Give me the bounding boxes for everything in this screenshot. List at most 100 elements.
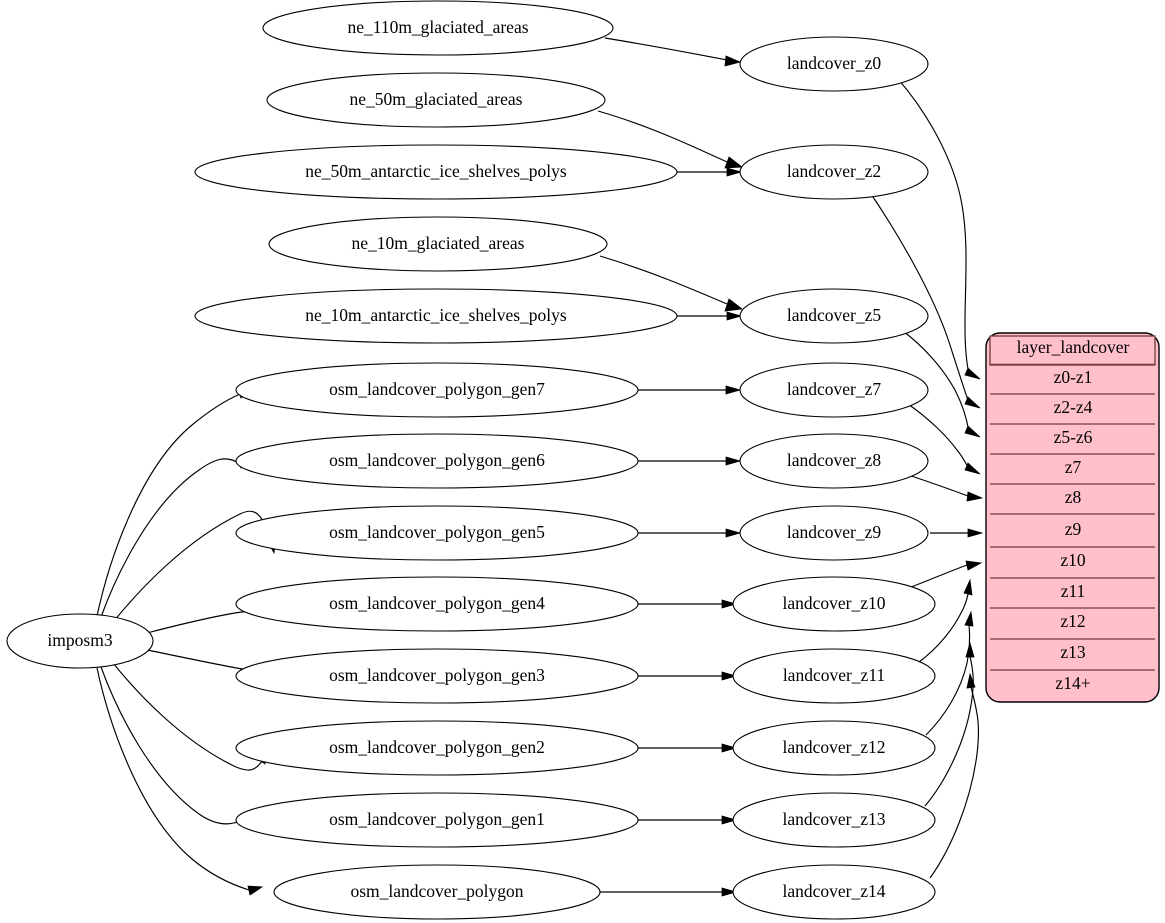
edge-imposm3-to-gen7: [96, 387, 254, 617]
edge-z0-to-row-z0z1: [897, 78, 981, 380]
table-row-label: z12: [1060, 611, 1085, 631]
node-osm-landcover-polygon-gen7[interactable]: osm_landcover_polygon_gen7: [235, 362, 639, 418]
edge-gen1-to-z13: [638, 815, 738, 825]
edges-layer: [96, 37, 984, 897]
table-row-label: z2-z4: [1054, 397, 1093, 417]
node-label: osm_landcover_polygon_gen2: [329, 737, 545, 757]
node-ne-110m-glaciated-areas[interactable]: ne_110m_glaciated_areas: [262, 0, 614, 56]
node-ne-10m-antarctic-ice-shelves-polys[interactable]: ne_10m_antarctic_ice_shelves_polys: [194, 288, 678, 344]
node-label: osm_landcover_polygon_gen6: [329, 450, 545, 470]
table-row-label: z7: [1065, 457, 1082, 477]
node-osm-landcover-polygon-gen4[interactable]: osm_landcover_polygon_gen4: [235, 576, 639, 632]
node-label: landcover_z0: [787, 53, 882, 73]
table-row-z8[interactable]: z8: [990, 487, 1155, 515]
node-landcover-z13[interactable]: landcover_z13: [732, 792, 936, 848]
node-label: osm_landcover_polygon: [350, 881, 523, 901]
table-row-label: z11: [1061, 581, 1086, 601]
node-ne-10m-glaciated-areas[interactable]: ne_10m_glaciated_areas: [268, 216, 608, 272]
edge-ne10ant-to-z5: [674, 311, 743, 321]
table-row-z7[interactable]: z7: [990, 457, 1155, 485]
node-landcover-z7[interactable]: landcover_z7: [739, 362, 929, 418]
table-row-label: z14+: [1055, 673, 1090, 693]
node-landcover-z5[interactable]: landcover_z5: [739, 288, 929, 344]
osm-nodes: osm_landcover_polygon_gen7 osm_landcover…: [235, 362, 639, 920]
table-row-label: z9: [1065, 519, 1082, 539]
table-row-z14plus[interactable]: z14+: [1055, 673, 1090, 693]
edge-polygon-to-z14: [599, 887, 738, 897]
node-label: landcover_z2: [787, 161, 881, 181]
edge-ne10glac-to-z5: [599, 255, 744, 312]
node-landcover-z10[interactable]: landcover_z10: [732, 576, 936, 632]
node-osm-landcover-polygon-gen2[interactable]: osm_landcover_polygon_gen2: [235, 720, 639, 776]
table-header-row: layer_landcover: [989, 335, 1156, 366]
table-row-z11[interactable]: z11: [990, 581, 1155, 609]
node-label: landcover_z7: [787, 379, 882, 399]
node-label: osm_landcover_polygon_gen1: [329, 809, 545, 829]
node-ne-50m-antarctic-ice-shelves-polys[interactable]: ne_50m_antarctic_ice_shelves_polys: [194, 144, 678, 200]
node-osm-landcover-polygon-gen3[interactable]: osm_landcover_polygon_gen3: [235, 648, 639, 704]
table-row-z9[interactable]: z9: [990, 519, 1155, 548]
node-landcover-z11[interactable]: landcover_z11: [732, 648, 936, 704]
node-imposm3[interactable]: imposm3: [6, 613, 154, 669]
table-row-z10[interactable]: z10: [990, 550, 1155, 579]
edge-z11-to-row-z11: [918, 578, 973, 663]
table-body: z0-z1 z2-z4 z5-z6 z7 z8: [990, 367, 1155, 693]
edge-gen5-to-z9: [638, 528, 742, 538]
edge-gen7-to-z7: [638, 385, 742, 395]
node-osm-landcover-polygon-gen6[interactable]: osm_landcover_polygon_gen6: [235, 433, 639, 489]
edge-z5-to-row-z5z6: [902, 330, 981, 438]
node-label: landcover_z9: [787, 522, 882, 542]
edge-gen3-to-z11: [637, 671, 738, 681]
node-landcover-z2[interactable]: landcover_z2: [739, 144, 929, 200]
edge-imposm3-to-gen6: [100, 457, 254, 618]
table-shell: [985, 332, 1160, 703]
table-row-label: z5-z6: [1054, 427, 1093, 447]
node-landcover-z12[interactable]: landcover_z12: [732, 720, 936, 776]
edge-z12-to-row-z12: [925, 610, 974, 736]
table-row-z13[interactable]: z13: [990, 642, 1155, 671]
node-osm-landcover-polygon-gen5[interactable]: osm_landcover_polygon_gen5: [235, 505, 639, 561]
node-label: landcover_z5: [787, 305, 882, 325]
edge-z9-to-row-z9: [930, 528, 984, 538]
node-landcover-z8[interactable]: landcover_z8: [739, 433, 929, 489]
edge-z14-to-row-z14plus: [929, 672, 980, 879]
table-row-label: z8: [1065, 487, 1082, 507]
node-label: ne_110m_glaciated_areas: [347, 17, 528, 37]
edge-z13-to-row-z13: [924, 641, 975, 807]
table-row-z2z4[interactable]: z2-z4: [990, 397, 1155, 425]
node-label: landcover_z12: [782, 737, 885, 757]
table-header-label: layer_landcover: [1017, 337, 1130, 357]
edge-imposm3-to-gen1: [100, 666, 254, 826]
landcover-nodes: landcover_z0 landcover_z2 landcover_z5 l…: [732, 36, 936, 920]
node-label: osm_landcover_polygon_gen3: [329, 665, 545, 685]
node-landcover-z14[interactable]: landcover_z14: [732, 864, 936, 920]
edge-ne50ant-to-z2: [674, 167, 743, 177]
node-label: ne_50m_glaciated_areas: [350, 89, 523, 109]
edge-imposm3-to-polygon: [96, 667, 264, 896]
edge-ne50glac-to-z2: [597, 110, 744, 169]
edge-gen6-to-z8: [638, 456, 742, 466]
table-row-z0z1[interactable]: z0-z1: [990, 367, 1155, 395]
node-label: osm_landcover_polygon_gen7: [329, 379, 545, 399]
node-label: landcover_z14: [782, 881, 885, 901]
natural-earth-nodes: ne_110m_glaciated_areas ne_50m_glaciated…: [194, 0, 678, 344]
edge-gen4-to-z10: [638, 599, 738, 609]
table-row-label: z13: [1060, 642, 1086, 662]
node-landcover-z0[interactable]: landcover_z0: [739, 36, 929, 92]
table-row-z5z6[interactable]: z5-z6: [990, 427, 1155, 455]
table-row-label: z0-z1: [1054, 367, 1093, 387]
node-label: imposm3: [47, 630, 112, 650]
node-label: ne_50m_antarctic_ice_shelves_polys: [305, 161, 567, 181]
node-label: ne_10m_antarctic_ice_shelves_polys: [305, 305, 567, 325]
node-osm-landcover-polygon-gen1[interactable]: osm_landcover_polygon_gen1: [235, 792, 639, 848]
edge-ne110-to-z0: [604, 37, 742, 67]
node-osm-landcover-polygon[interactable]: osm_landcover_polygon: [273, 864, 601, 920]
node-label: landcover_z13: [782, 809, 885, 829]
table-row-z12[interactable]: z12: [990, 611, 1155, 640]
node-landcover-z9[interactable]: landcover_z9: [739, 505, 929, 561]
edge-z2-to-row-z2z4: [866, 187, 981, 409]
edge-z7-to-row-z7: [907, 403, 981, 475]
node-ne-50m-glaciated-areas[interactable]: ne_50m_glaciated_areas: [266, 72, 606, 128]
layer-landcover-table[interactable]: layer_landcover z0-z1 z2-z4 z5-z6: [985, 332, 1160, 703]
